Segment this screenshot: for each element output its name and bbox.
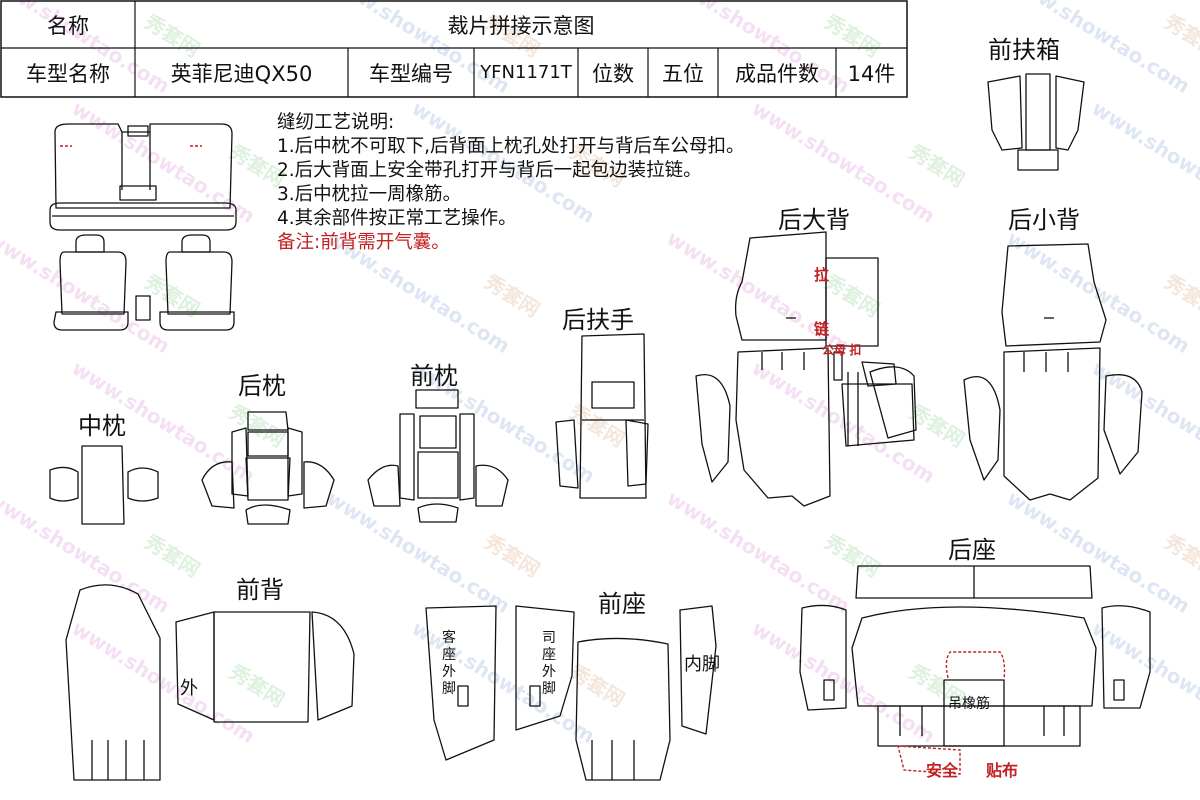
label-front-pillow: 前枕 [410, 363, 458, 390]
label-rear-seat: 后座 [948, 537, 996, 564]
note-item-3: 3.后中枕拉一周橡筋。 [277, 184, 462, 205]
label-zipper-2: 链 [814, 320, 830, 338]
label-passenger-outer-leg: 客座外脚 [442, 630, 456, 697]
middle-pillow-pieces [49, 445, 159, 525]
label-front-back: 前背 [236, 577, 284, 604]
rear-seat-pieces [799, 565, 1151, 747]
notes-title: 缝纫工艺说明: [277, 112, 395, 133]
label-rear-small-back: 后小背 [1008, 207, 1080, 234]
header-table-grid [0, 0, 908, 98]
diagram-title: 裁片拼接示意图 [447, 13, 595, 38]
model-name-label: 车型名称 [26, 61, 110, 86]
front-armrest-box-pieces [987, 73, 1085, 171]
stitch-marks [60, 145, 1006, 775]
label-front-seat: 前座 [598, 591, 646, 618]
pieces-value: 14件 [847, 61, 896, 86]
label-rear-pillow: 后枕 [238, 373, 286, 400]
note-item-4: 4.其余部件按正常工艺操作。 [277, 208, 517, 229]
front-pillow-pieces [367, 389, 509, 523]
pieces-label: 成品件数 [735, 61, 819, 86]
rear-small-back-pieces [963, 243, 1143, 501]
note-remark: 备注:前背需开气囊。 [277, 232, 450, 253]
name-label: 名称 [47, 13, 89, 38]
label-elastic: 吊橡筋 [948, 695, 990, 711]
label-middle-pillow: 中枕 [78, 413, 126, 440]
label-snap: 公母 扣 [822, 342, 861, 357]
note-item-2: 2.后大背面上安全带孔打开与背后一起包边装拉链。 [277, 160, 702, 181]
label-rear-big-back: 后大背 [778, 207, 850, 234]
seats-label: 位数 [592, 61, 634, 86]
rear-big-back-pieces [695, 231, 917, 507]
note-item-1: 1.后中枕不可取下,后背面上枕孔处打开与背后车公母扣。 [277, 136, 745, 157]
front-back-pieces [65, 584, 355, 781]
label-driver-outer-leg: 司座外脚 [542, 630, 556, 697]
sewing-notes: 缝纫工艺说明: 1.后中枕不可取下,后背面上枕孔处打开与背后车公母扣。 2.后大… [277, 111, 745, 255]
label-safety: 安全 [926, 761, 959, 780]
model-code-value: YFN1171T [480, 62, 572, 83]
label-front-armrest-box: 前扶箱 [988, 37, 1060, 64]
model-code-label: 车型编号 [369, 61, 453, 86]
label-inner-leg: 内脚 [684, 654, 720, 674]
label-rear-armrest: 后扶手 [562, 307, 634, 334]
rear-armrest-pieces [555, 333, 649, 499]
label-stick-cloth: 贴布 [986, 761, 1018, 780]
front-seat-pieces [425, 605, 717, 781]
rear-pillow-pieces [201, 411, 335, 525]
label-zipper-1: 拉 [814, 266, 829, 284]
label-outer: 外 [180, 678, 198, 698]
model-name-value: 英菲尼迪QX50 [170, 61, 313, 86]
seats-value: 五位 [662, 61, 704, 86]
product-illustration [49, 123, 237, 331]
